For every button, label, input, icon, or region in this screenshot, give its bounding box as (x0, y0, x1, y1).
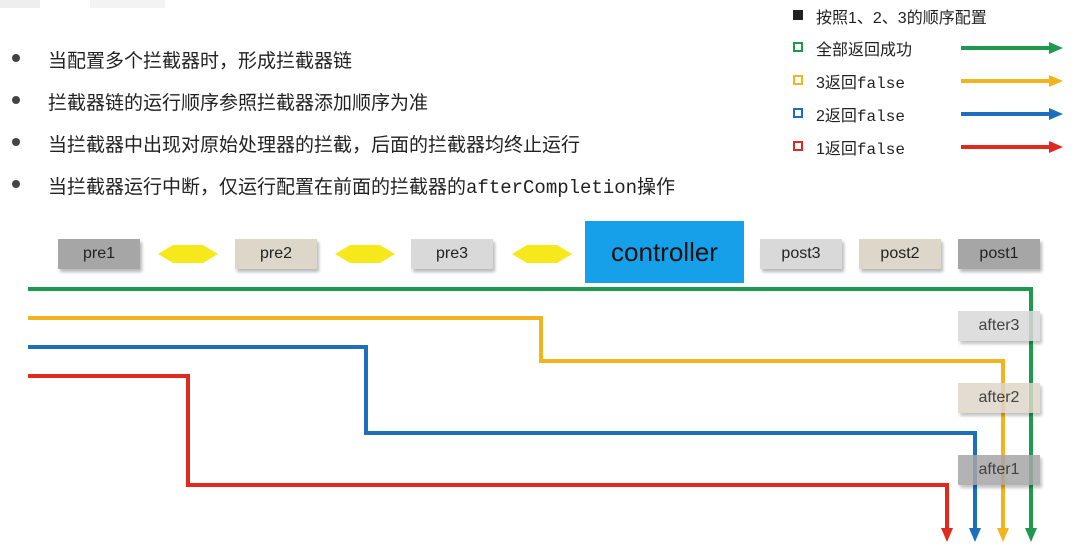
pre1-box: pre1 (58, 239, 140, 269)
blue-arrowhead-icon (969, 528, 981, 542)
legend-square-icon (793, 42, 803, 52)
legend-item-all-success: 全部返回成功 (793, 36, 1083, 60)
legend-item-label: 3返回false (816, 75, 905, 93)
yellow-diamond-icon (512, 245, 572, 263)
top-band-shade (0, 0, 40, 8)
yellow-diamond-icon (158, 245, 218, 263)
bullet-dot (12, 96, 20, 104)
controller-box: controller (585, 221, 744, 283)
after2-box: after2 (958, 383, 1040, 413)
bullet-text-prefix: 当拦截器运行中断，仅运行配置在前面的拦截器的 (48, 177, 467, 198)
legend-item-3-false: 3返回false (793, 69, 1083, 93)
bullet-text: 拦截器链的运行顺序参照拦截器添加顺序为准 (48, 93, 429, 114)
blue-arrow-icon (961, 108, 1063, 120)
bullet-text-suffix: 操作 (637, 177, 676, 198)
legend-item-label: 1返回false (816, 141, 905, 159)
bullet-text-code: afterCompletion (466, 177, 638, 199)
bullet-dot (12, 138, 20, 146)
green-arrowhead-icon (1025, 528, 1037, 542)
after3-box: after3 (958, 311, 1040, 341)
green-arrow-icon (961, 42, 1063, 54)
yellow-diamond-icon (335, 245, 395, 263)
legend-square-icon (793, 108, 803, 118)
bullet-text: 当拦截器中出现对原始处理器的拦截，后面的拦截器均终止运行 (48, 135, 581, 156)
bullet-text: 当配置多个拦截器时，形成拦截器链 (48, 51, 353, 72)
red-arrow-icon (961, 141, 1063, 153)
green-flow-line (28, 287, 1033, 530)
post3-box: post3 (760, 239, 842, 269)
bullet-dot (12, 54, 20, 62)
top-band-shade (90, 0, 165, 8)
pre3-box: pre3 (411, 239, 493, 269)
legend-item-label: 全部返回成功 (816, 42, 913, 59)
legend-title: 按照1、2、3的顺序配置 (816, 10, 987, 27)
yellow-flow-line (28, 316, 1005, 530)
yellow-arrowhead-icon (997, 528, 1009, 542)
bullet-text: 当拦截器运行中断，仅运行配置在前面的拦截器的afterCompletion操作 (48, 172, 675, 199)
red-flow-line (28, 374, 949, 530)
legend-title-row: 按照1、2、3的顺序配置 (793, 4, 1083, 28)
bullet-dot (12, 180, 20, 188)
yellow-arrow-icon (961, 75, 1063, 87)
legend-square-icon (793, 141, 803, 151)
legend: 按照1、2、3的顺序配置 全部返回成功 3返回false 2返回false 1返… (793, 4, 1083, 164)
top-band (0, 0, 1089, 8)
after1-box: after1 (958, 455, 1040, 485)
red-arrowhead-icon (941, 528, 953, 542)
post2-box: post2 (859, 239, 941, 269)
legend-item-1-false: 1返回false (793, 135, 1083, 159)
legend-item-label: 2返回false (816, 108, 905, 126)
post1-box: post1 (958, 239, 1040, 269)
legend-square-icon (793, 75, 803, 85)
legend-square-icon (793, 10, 803, 20)
pre2-box: pre2 (235, 239, 317, 269)
legend-item-2-false: 2返回false (793, 102, 1083, 126)
